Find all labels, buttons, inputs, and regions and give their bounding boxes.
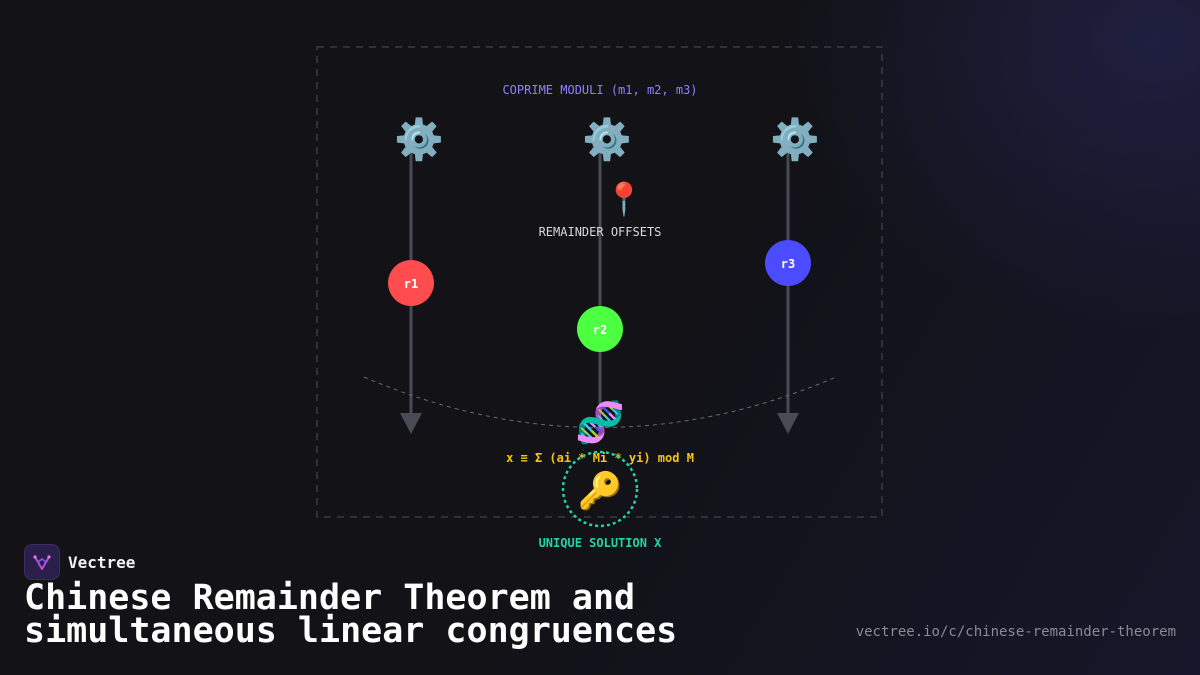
gear-icon: ⚙️ <box>582 116 632 163</box>
remainder-label: r2 <box>593 323 607 337</box>
source-url: vectree.io/c/chinese-remainder-theorem <box>855 624 1176 640</box>
brand-name: Vectree <box>68 552 136 572</box>
remainder-circle <box>388 260 434 306</box>
axis-m1-arrow <box>400 413 422 434</box>
remainder-label: r1 <box>404 277 418 291</box>
vectree-logo-icon <box>33 555 51 570</box>
brand-logo <box>24 544 60 580</box>
key-icon: 🔑 <box>578 469 623 512</box>
solution-formula: x ≡ Σ (ai * Mi * yi) mod M <box>506 451 694 465</box>
gear-icon: ⚙️ <box>394 116 444 163</box>
remainder-label: r3 <box>781 257 795 271</box>
moduli-header-label: COPRIME MODULI (m1, m2, m3) <box>502 83 697 97</box>
remainder-circle <box>577 306 623 352</box>
axis-m3-arrow <box>777 413 799 434</box>
remainder-circle <box>765 240 811 286</box>
pin-icon: 📍 <box>604 180 644 218</box>
remainder-node-r1: r1 <box>388 260 434 306</box>
unique-solution-label: UNIQUE SOLUTION X <box>539 536 663 550</box>
solution-ring <box>561 450 639 528</box>
convergence-arc <box>363 376 837 428</box>
page-title: Chinese Remainder Theorem and simultaneo… <box>24 578 678 651</box>
remainder-node-r2: r2 <box>577 306 623 352</box>
remainder-node-r3: r3 <box>765 240 811 286</box>
brand: Vectree <box>24 544 135 580</box>
remainder-offsets-label: REMAINDER OFFSETS <box>539 225 662 239</box>
dna-icon: 🧬 <box>575 398 625 446</box>
diagram-frame <box>316 46 883 518</box>
gear-icon: ⚙️ <box>770 116 820 163</box>
